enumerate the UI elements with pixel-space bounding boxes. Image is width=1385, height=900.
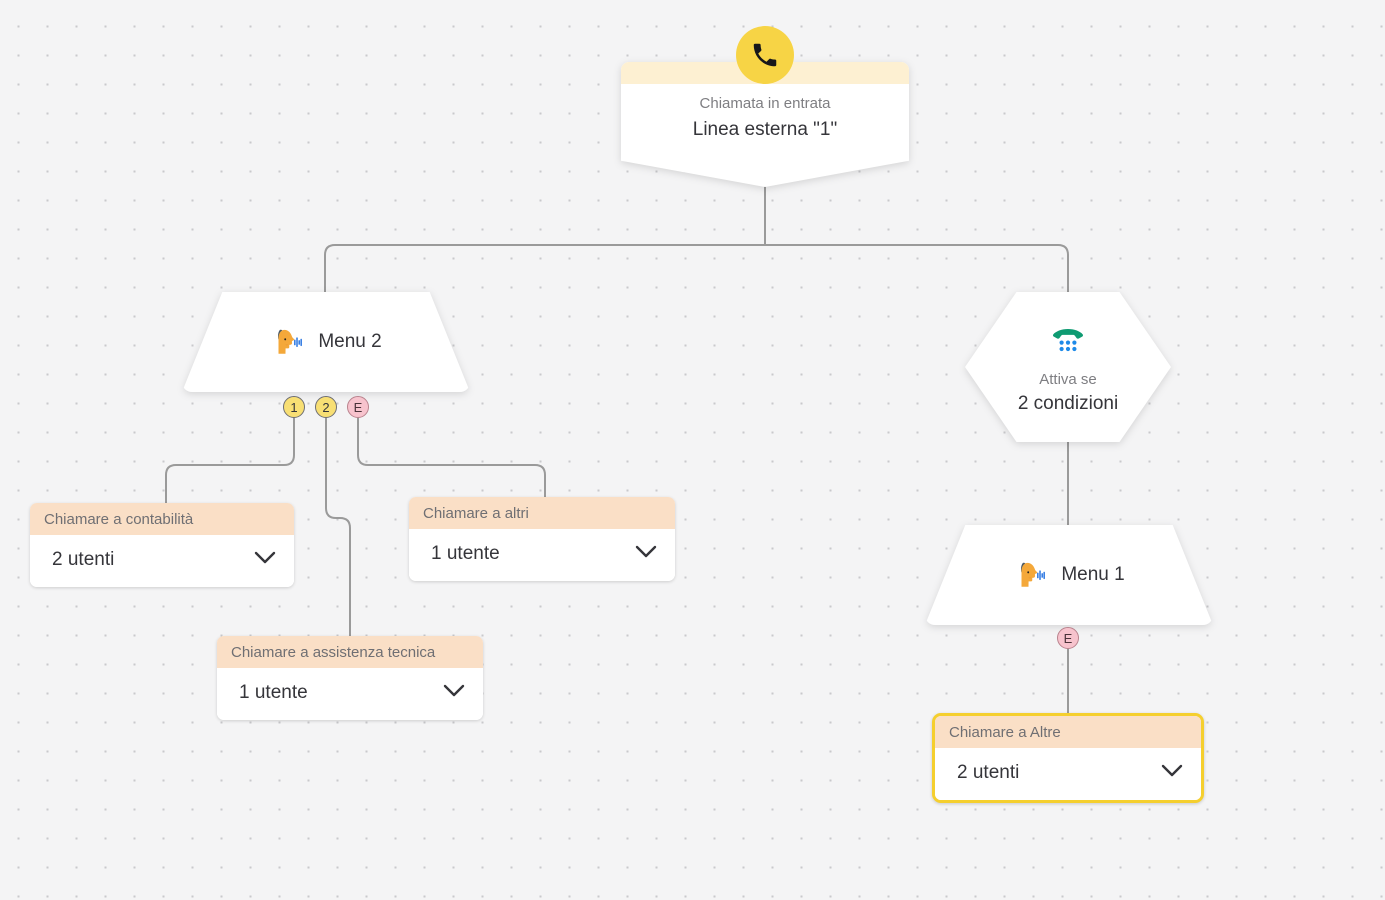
menu-2-port-2[interactable]: 2 [315, 396, 337, 418]
card-contabilita[interactable]: Chiamare a contabilità 2 utenti [30, 503, 294, 587]
incoming-call-text: Chiamata in entrata Linea esterna "1" [621, 92, 909, 145]
incoming-call-subtitle: Chiamata in entrata [699, 95, 831, 112]
speaking-head-icon [270, 325, 304, 359]
menu-1-content: Menu 1 [925, 525, 1213, 625]
edge-split-menu2 [324, 244, 766, 293]
menu-2-shape[interactable]: Menu 2 [182, 292, 470, 392]
card-contabilita-value: 2 utenti [52, 549, 115, 570]
card-altre[interactable]: Chiamare a Altre 2 utenti [932, 713, 1204, 803]
card-contabilita-body[interactable]: Chiamare a contabilità 2 utenti [30, 503, 294, 587]
card-altri-select[interactable]: 1 utente [409, 529, 675, 581]
card-altri-body[interactable]: Chiamare a altri 1 utente [409, 497, 675, 581]
card-assistenza-tecnica-value: 1 utente [239, 682, 308, 703]
card-contabilita-header: Chiamare a contabilità [30, 503, 294, 535]
card-assistenza-tecnica[interactable]: Chiamare a assistenza tecnica 1 utente [217, 636, 483, 720]
edge-port2-assistenza [325, 417, 351, 637]
card-altre-header: Chiamare a Altre [935, 716, 1201, 748]
edge-portE-altri [357, 417, 546, 498]
card-altri-header: Chiamare a altri [409, 497, 675, 529]
menu-1-background [925, 525, 1213, 625]
menu-2-port-1[interactable]: 1 [283, 396, 305, 418]
condition-subtitle: Attiva se [1039, 371, 1097, 388]
chevron-down-icon[interactable] [635, 545, 657, 564]
menu-2-content: Menu 2 [182, 292, 470, 392]
telephone-icon [1046, 321, 1090, 361]
edge-split-condition [764, 244, 1069, 293]
incoming-call-node[interactable]: Chiamata in entrata Linea esterna "1" [621, 26, 909, 187]
card-assistenza-tecnica-header: Chiamare a assistenza tecnica [217, 636, 483, 668]
menu-1-port-e[interactable]: E [1057, 627, 1079, 649]
menu-2-port-e[interactable]: E [347, 396, 369, 418]
condition-title: 2 condizioni [1017, 393, 1119, 414]
card-assistenza-tecnica-select[interactable]: 1 utente [217, 668, 483, 720]
phone-handset-icon [736, 26, 794, 84]
card-contabilita-select[interactable]: 2 utenti [30, 535, 294, 587]
menu-1-shape[interactable]: Menu 1 [925, 525, 1213, 625]
card-altri-value: 1 utente [431, 543, 500, 564]
chevron-down-icon[interactable] [1161, 764, 1183, 783]
chevron-down-icon[interactable] [443, 684, 465, 703]
menu-1-node[interactable]: Menu 1 E [925, 525, 1213, 649]
incoming-call-title: Linea esterna "1" [692, 119, 838, 140]
card-altre-body[interactable]: Chiamare a Altre 2 utenti [932, 713, 1204, 803]
condition-content: Attiva se 2 condizioni [965, 292, 1171, 442]
condition-node[interactable]: Attiva se 2 condizioni [965, 292, 1171, 442]
menu-2-background [182, 292, 470, 392]
speaking-head-icon [1013, 558, 1047, 592]
card-assistenza-tecnica-body[interactable]: Chiamare a assistenza tecnica 1 utente [217, 636, 483, 720]
menu-2-node[interactable]: Menu 2 1 2 E [182, 292, 470, 418]
edge-port1-contabilita [165, 417, 295, 504]
chevron-down-icon[interactable] [254, 551, 276, 570]
menu-1-label: Menu 1 [1061, 564, 1125, 585]
card-altre-value: 2 utenti [957, 762, 1020, 783]
condition-shape[interactable]: Attiva se 2 condizioni [965, 292, 1171, 442]
card-altri[interactable]: Chiamare a altri 1 utente [409, 497, 675, 581]
card-altre-select[interactable]: 2 utenti [935, 748, 1201, 800]
menu-2-label: Menu 2 [318, 331, 382, 352]
